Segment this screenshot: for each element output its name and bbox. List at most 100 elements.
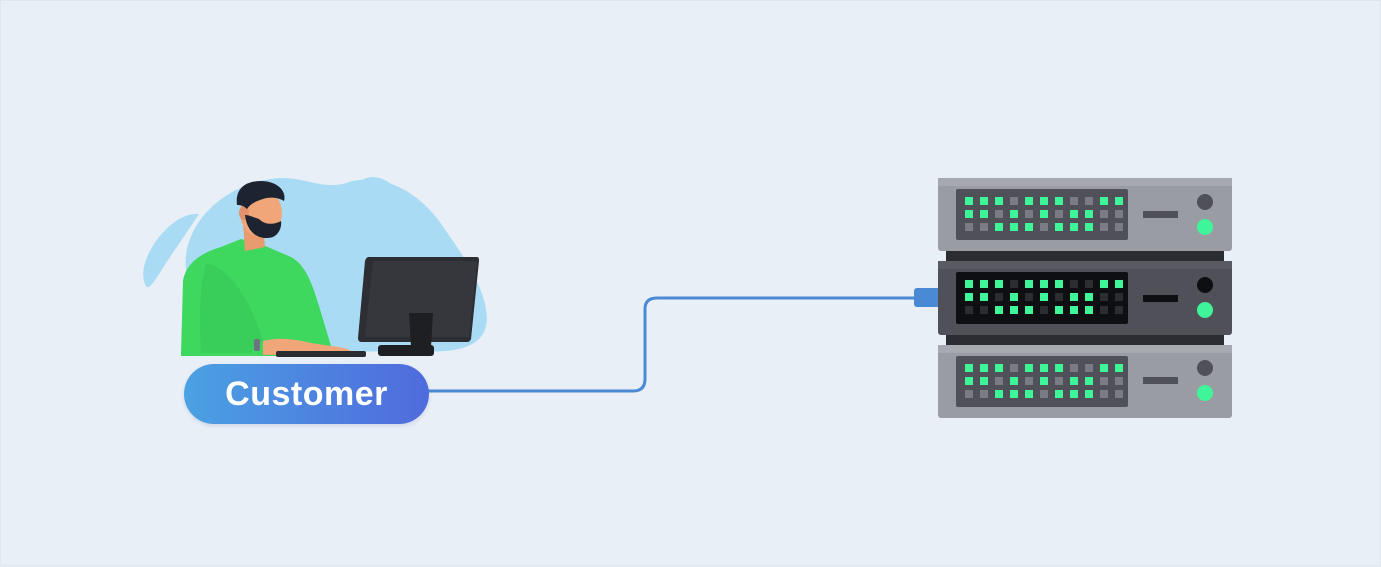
led-indicator [1070,280,1078,288]
led-indicator [1115,364,1123,372]
led-indicator [1010,223,1018,231]
led-indicator [1085,280,1093,288]
led-indicator [1085,306,1093,314]
network-port-icon [914,288,940,307]
led-indicator [980,280,988,288]
led-indicator [1025,377,1033,385]
led-indicator [1040,210,1048,218]
led-indicator [965,223,973,231]
led-indicator [1100,306,1108,314]
led-indicator [1010,280,1018,288]
led-indicator [980,223,988,231]
led-indicator [1115,223,1123,231]
led-indicator [965,197,973,205]
led-indicator [980,377,988,385]
led-indicator [1040,280,1048,288]
server-unit-top [938,178,1232,251]
led-indicator [1070,197,1078,205]
led-indicator [1010,293,1018,301]
led-indicator [1055,390,1063,398]
led-indicator [1070,223,1078,231]
led-indicator [965,364,973,372]
led-indicator [1100,280,1108,288]
led-indicator [995,293,1003,301]
led-indicator [1070,364,1078,372]
led-indicator [1100,293,1108,301]
led-indicator [1055,377,1063,385]
led-indicator [1025,197,1033,205]
led-indicator [1055,197,1063,205]
led-indicator [1100,377,1108,385]
status-led-icon [1197,385,1213,401]
person-figure [181,181,353,356]
led-indicator [965,390,973,398]
led-indicator [980,390,988,398]
led-indicator [1040,377,1048,385]
led-indicator [980,364,988,372]
led-indicator [1115,293,1123,301]
led-indicator [1115,306,1123,314]
led-indicator [980,210,988,218]
led-indicator [1115,377,1123,385]
led-indicator [1010,210,1018,218]
led-indicator [1010,390,1018,398]
led-indicator [1100,197,1108,205]
led-indicator [1115,197,1123,205]
led-indicator [1040,364,1048,372]
led-indicator [1010,364,1018,372]
connector-line [424,296,917,393]
led-indicator [1025,210,1033,218]
led-indicator [1055,364,1063,372]
led-indicator [1025,390,1033,398]
status-led-icon [1197,302,1213,318]
led-indicator [1115,390,1123,398]
led-indicator [1025,293,1033,301]
power-button-icon [1197,277,1213,293]
led-indicator [1010,377,1018,385]
led-indicator [1100,390,1108,398]
led-indicator [1085,197,1093,205]
led-indicator [995,306,1003,314]
led-indicator [995,377,1003,385]
led-indicator [1055,280,1063,288]
led-indicator [980,306,988,314]
led-indicator [1070,210,1078,218]
led-indicator [1070,390,1078,398]
led-indicator [1055,306,1063,314]
led-indicator [1040,390,1048,398]
watch-icon [254,339,260,351]
led-indicator [1040,306,1048,314]
led-indicator [995,223,1003,231]
led-indicator [980,197,988,205]
led-indicator [995,197,1003,205]
led-indicator [1100,364,1108,372]
led-indicator [1010,306,1018,314]
led-indicator [1085,223,1093,231]
led-indicator [1055,293,1063,301]
server-unit-middle [938,261,1232,335]
led-indicator [995,364,1003,372]
customer-label: Customer [225,374,388,413]
led-indicator [995,390,1003,398]
led-indicator [1115,210,1123,218]
led-indicator [1040,197,1048,205]
led-indicator [1010,197,1018,205]
led-indicator [1025,223,1033,231]
status-led-icon [1197,219,1213,235]
led-indicator [1070,293,1078,301]
led-indicator [1070,377,1078,385]
led-indicator [1040,293,1048,301]
led-indicator [995,280,1003,288]
led-indicator [1085,364,1093,372]
led-indicator [965,280,973,288]
led-indicator [1025,364,1033,372]
led-indicator [1055,210,1063,218]
led-indicator [995,210,1003,218]
led-indicator [980,293,988,301]
led-indicator [1040,223,1048,231]
led-indicator [965,377,973,385]
led-indicator [1025,306,1033,314]
